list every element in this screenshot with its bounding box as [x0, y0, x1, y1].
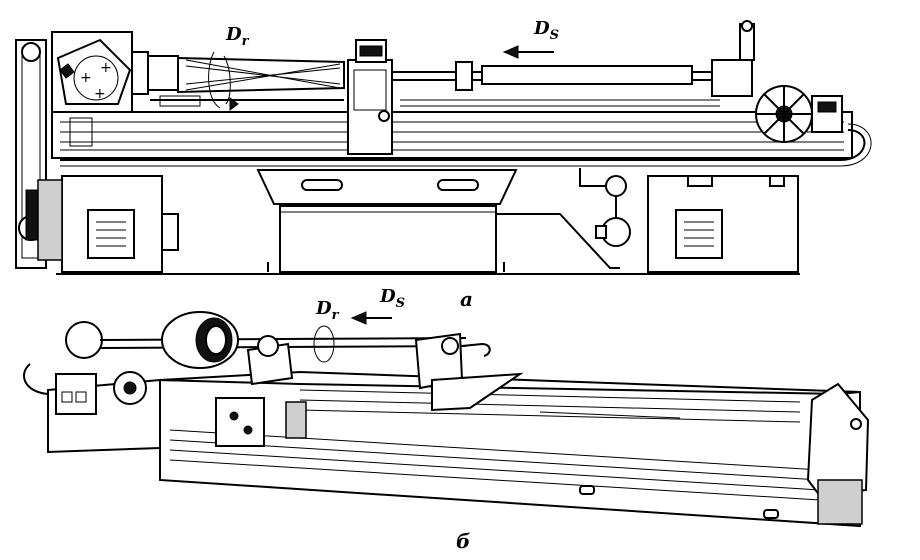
svg-text:+: +	[100, 60, 112, 76]
label-a-rotary: Dr	[225, 24, 250, 49]
coolant-tank	[279, 205, 497, 273]
carriage	[347, 59, 393, 155]
view-a-lathe: + + +	[15, 20, 872, 275]
caption-b: б	[456, 529, 470, 553]
label-b-feed: DS	[379, 286, 405, 311]
svg-text:+: +	[94, 86, 106, 102]
rotation-arrow-b	[313, 325, 335, 363]
rotation-arrow	[208, 51, 221, 109]
end-cap	[806, 382, 870, 498]
coolant-pipe	[60, 129, 866, 161]
label-b-rotary: Dr	[315, 298, 340, 323]
label-a-feed: DS	[533, 18, 559, 43]
control-panel-b	[215, 397, 265, 447]
bed-a	[51, 111, 853, 159]
svg-text:+: +	[80, 70, 92, 86]
chip-tray	[256, 169, 518, 205]
view-b-lathe	[23, 311, 870, 528]
caption-a: а	[460, 287, 473, 311]
